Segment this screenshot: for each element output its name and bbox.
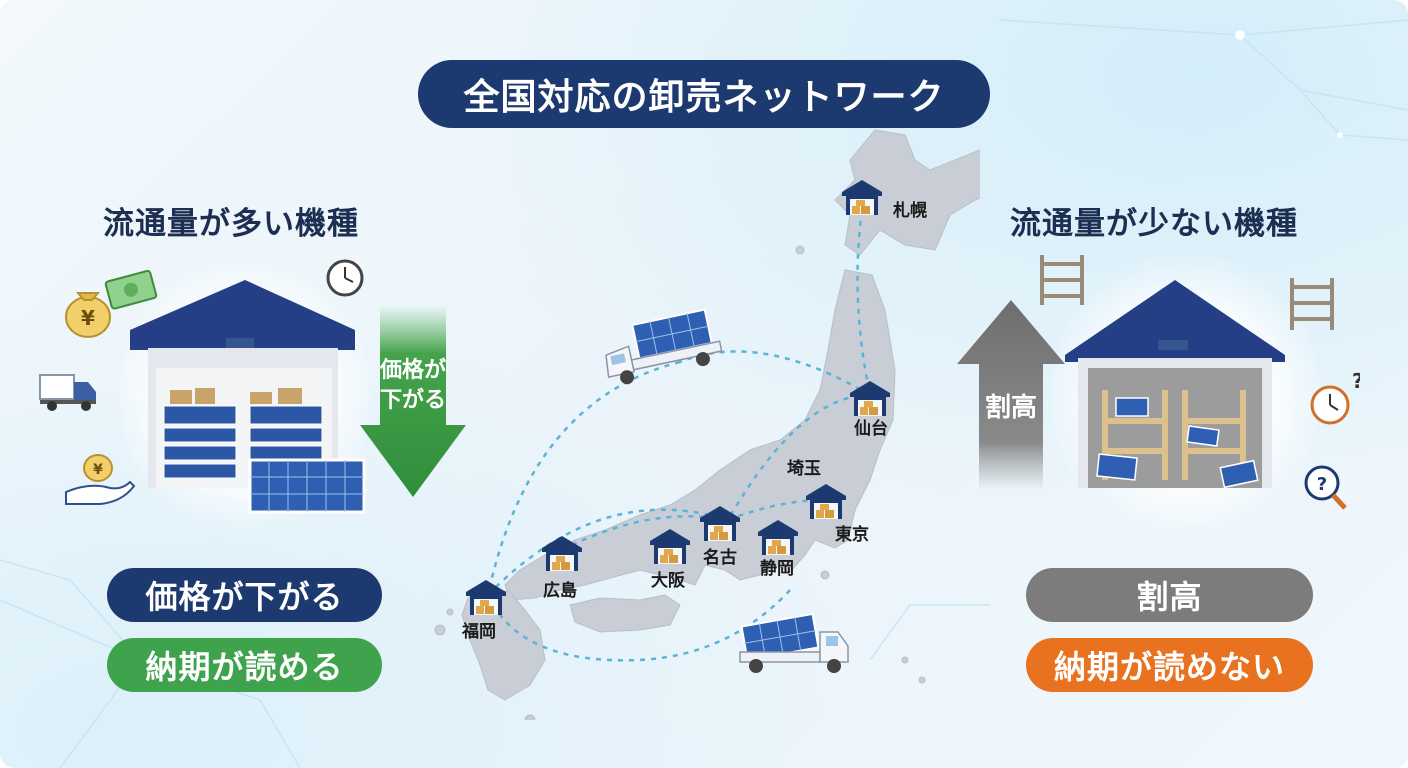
city-label-saitama: 埼玉 [787,458,821,479]
price-down-arrow [360,305,466,497]
city-label-hiroshima: 広島 [543,580,577,601]
right-delivery-pill: 納期が読めない [1026,638,1313,692]
money-bag-icon: ¥ [65,292,111,338]
city-label-shizuoka: 静岡 [760,558,794,579]
svg-text:?: ? [1317,474,1327,495]
warehouse-marker-icon-shizuoka [758,520,798,555]
city-label-nagoya: 名古 [703,547,737,568]
svg-text:?: ? [1352,369,1360,393]
price-up-arrow-label: 割高 [984,393,1037,423]
city-label-sapporo: 札幌 [892,200,927,221]
city-label-sendai: 仙台 [854,418,888,439]
left-price-pill: 価格が下がる [107,568,382,622]
truck-bottom-icon [739,612,849,673]
svg-text:¥: ¥ [93,462,103,478]
warehouse-marker-icon-hiroshima [542,536,582,571]
price-up-arrow [957,300,1065,490]
truck-top-icon [605,308,723,385]
ladder-icon [1290,278,1334,330]
solar-panel-icon [248,458,366,514]
warehouse-marker-icon-sendai [850,381,890,416]
japan-map: 札幌 仙台 埼玉 東京 静岡 名古 大阪 広島 福岡 [434,129,980,720]
price-down-arrow-label: 価格が 下がる [358,356,468,416]
banknote-icon [104,269,158,310]
left-heading: 流通量が多い機種 [103,206,359,242]
magnifier-question-icon: ? [1304,465,1347,510]
warehouse-icon [130,280,366,514]
ladder-icon [1040,255,1084,305]
svg-text:¥: ¥ [81,306,95,330]
left-delivery-pill: 納期が読める [107,638,382,692]
warehouse-icon [1065,280,1285,489]
clock-question-icon: ? [1310,369,1360,425]
hand-money-icon: ¥ [65,454,136,505]
map-islands [434,129,980,720]
warehouse-marker-icon-fukuoka [466,580,506,615]
city-label-tokyo: 東京 [835,524,869,545]
right-heading: 流通量が少ない機種 [1010,206,1298,242]
title-banner: 全国対応の卸売ネットワーク [418,60,990,128]
truck-icon [39,374,96,411]
warehouse-marker-icon-osaka [650,529,690,564]
city-label-fukuoka: 福岡 [461,621,496,642]
city-label-osaka: 大阪 [651,570,685,591]
warehouse-marker-icon-sapporo [842,180,882,215]
left-warehouse-illustration: ¥ ¥ [39,259,366,514]
warehouse-marker-icon-nagoya [700,506,740,541]
right-warehouse-illustration: ? ? [1040,255,1360,510]
arrow-label-line2: 下がる [379,388,446,413]
arrow-label-line1: 価格が [379,358,446,383]
warehouse-marker-icon-tokyo [806,484,846,519]
clock-icon [326,259,364,297]
right-price-pill: 割高 [1026,568,1313,622]
